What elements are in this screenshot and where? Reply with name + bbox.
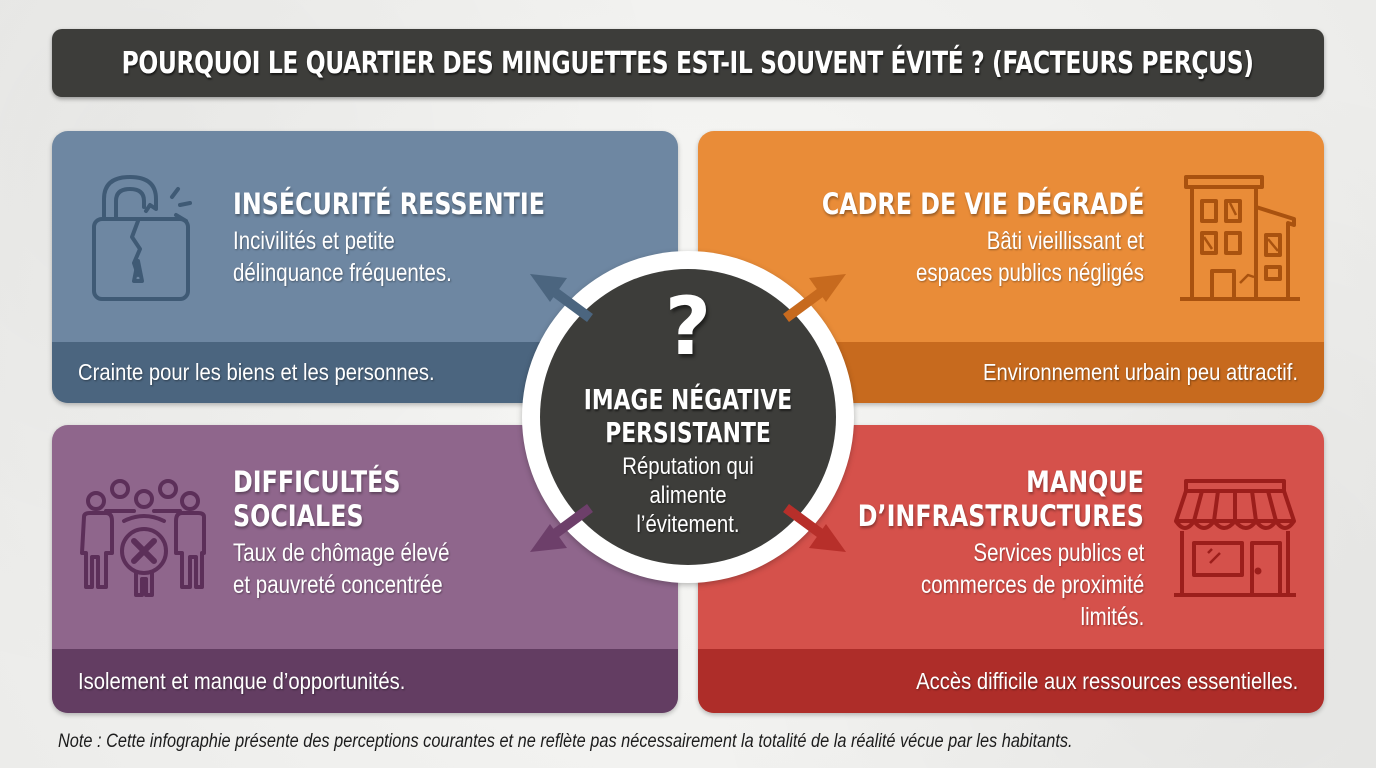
footer-note: Note : Cette infographie présente des pe…	[58, 731, 1073, 752]
panel-footer-band: Isolement et manque d’opportunités.	[52, 649, 678, 713]
panel-footer-text: Isolement et manque d’opportunités.	[78, 667, 406, 694]
desc-line: Incivilités et petite	[233, 227, 395, 255]
panel-description: Bâti vieillissant et espaces publics nég…	[916, 225, 1144, 289]
panel-footer-text: Crainte pour les biens et les personnes.	[78, 359, 435, 385]
center-desc-line: alimente	[649, 482, 727, 509]
panel-description: Services publics et commerces de proximi…	[921, 537, 1144, 633]
broken-padlock-icon	[92, 175, 192, 301]
panel-title-line: MANQUE	[1026, 465, 1144, 499]
panel-footer-text: Environnement urbain peu attractif.	[982, 359, 1298, 385]
center-title: IMAGE NÉGATIVE PERSISTANTE	[573, 383, 804, 449]
center-desc-line: l’évitement.	[636, 511, 740, 538]
center-title-line: IMAGE NÉGATIVE	[583, 383, 793, 416]
panel-difficultes-sociales: DIFFICULTÉS SOCIALES Taux de chômage éle…	[52, 425, 678, 713]
desc-line: Taux de chômage élevé	[233, 539, 450, 567]
panel-title-line: DIFFICULTÉS	[233, 465, 401, 499]
title-bar: POURQUOI LE QUARTIER DES MINGUETTES EST-…	[52, 29, 1324, 97]
panel-title-line: INSÉCURITÉ RESSENTIE	[233, 187, 545, 221]
desc-line: commerces de proximité	[920, 571, 1144, 599]
desc-line: espaces publics négligés	[916, 259, 1144, 287]
center-title-line: PERSISTANTE	[605, 416, 771, 449]
panel-title: MANQUE D’INFRASTRUCTURES	[858, 465, 1144, 533]
panel-description: Taux de chômage élevé et pauvreté concen…	[233, 537, 450, 601]
center-description: Réputation qui alimente l’évitement.	[562, 452, 814, 539]
panel-title: INSÉCURITÉ RESSENTIE	[233, 187, 545, 221]
desc-line: Bâti vieillissant et	[986, 227, 1144, 255]
panel-title-line: CADRE DE VIE DÉGRADÉ	[821, 187, 1144, 221]
panel-title: DIFFICULTÉS SOCIALES	[233, 465, 400, 533]
panel-title-line: SOCIALES	[233, 499, 364, 533]
question-mark-icon: ?	[664, 280, 712, 373]
panel-description: Incivilités et petite délinquance fréque…	[233, 225, 452, 289]
desc-line: limités.	[1080, 603, 1144, 631]
panel-title: CADRE DE VIE DÉGRADÉ	[821, 187, 1144, 221]
storefront-icon	[1174, 479, 1296, 597]
desc-line: Services publics et	[973, 539, 1144, 567]
panel-title-line: D’INFRASTRUCTURES	[857, 499, 1144, 533]
panel-footer-band: Accès difficile aux ressources essentiel…	[698, 649, 1324, 713]
page-title: POURQUOI LE QUARTIER DES MINGUETTES EST-…	[122, 45, 1254, 81]
damaged-building-icon	[1180, 175, 1300, 301]
group-people-x-icon	[80, 479, 206, 597]
panel-footer-text: Accès difficile aux ressources essentiel…	[915, 667, 1298, 694]
desc-line: et pauvreté concentrée	[233, 571, 443, 599]
desc-line: délinquance fréquentes.	[233, 259, 452, 287]
center-desc-line: Réputation qui	[622, 453, 754, 480]
